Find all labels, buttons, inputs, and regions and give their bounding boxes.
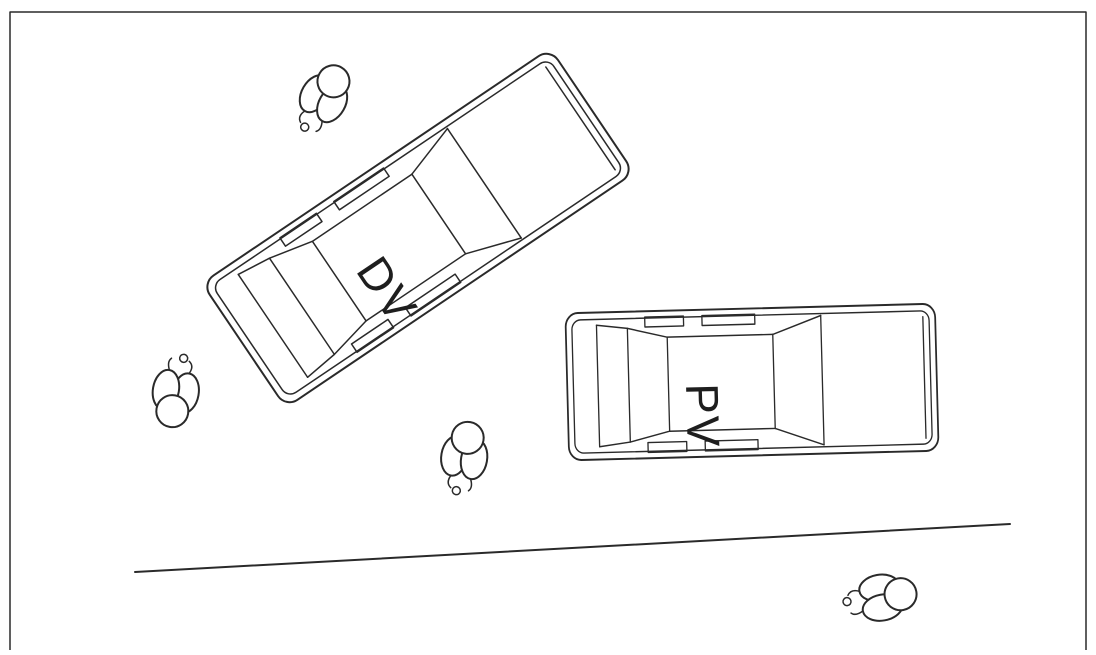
officer-figure-2 [147, 350, 205, 431]
curb-line [135, 524, 1010, 572]
officer-figure-4 [839, 569, 920, 627]
officer-figure-3 [435, 418, 493, 499]
officer-figure-1 [285, 56, 362, 143]
pv-vehicle: PV [565, 304, 938, 461]
pv-label: PV [676, 383, 730, 450]
